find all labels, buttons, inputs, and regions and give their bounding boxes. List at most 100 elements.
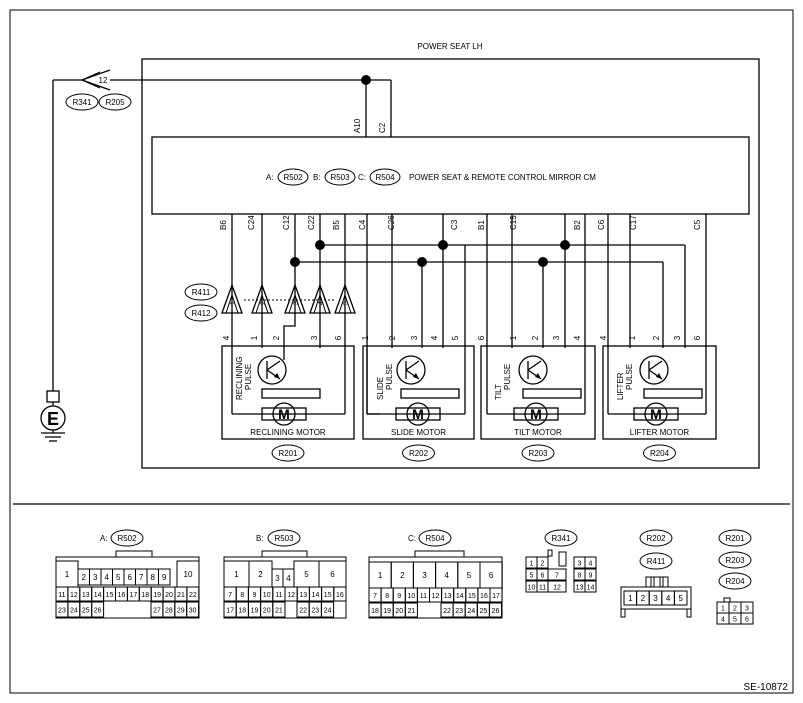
inline-pin [309,283,331,314]
pulse-label: RECLINING [235,356,244,400]
motor-pin-number: 1 [250,335,259,340]
cell-number: 7 [555,573,559,580]
cell-number: 2 [641,594,646,603]
pulse-sensor [518,355,548,385]
cell-number: 10 [184,570,193,579]
pulse-label: LIFTER [616,372,625,400]
ground-terminal-number: 12 [99,76,108,85]
cell-number: 3 [93,573,98,582]
inline-pin [334,283,356,314]
motor-symbol: M [412,406,424,422]
inline-pin [251,283,273,314]
cell-number: 14 [312,592,320,599]
cell-number: 5 [678,594,683,603]
inline-pin-number: 4 [318,301,325,305]
motor-pin-number: 6 [334,335,343,340]
cell-number: 14 [587,585,595,592]
pin-a10: A10 [353,118,362,133]
module-pin-label: C4 [358,219,367,230]
module-pin-label: C15 [509,215,518,230]
cell-number: 3 [653,594,658,603]
motor-pin-number: 4 [222,335,231,340]
cell-number: 2 [400,571,405,580]
motor-pin-number: 2 [272,335,281,340]
module-connector-labels: A: R502 B: R503 C: R504 [266,168,401,186]
cell-number: 2 [82,573,87,582]
junction [315,240,325,250]
motor-name: SLIDE MOTOR [391,428,446,437]
junction [560,240,570,250]
cell-number: 26 [94,608,102,615]
motor-pin-number: 2 [652,335,661,340]
cell-number: 18 [141,592,149,599]
motor-pin-number: 5 [451,335,460,340]
connector-ref: R504 [425,534,445,543]
cell-number: 24 [324,608,332,615]
cell-number: 17 [129,592,137,599]
cell-number: 9 [397,593,401,600]
cell-number: 26 [492,608,500,615]
motor-icon [272,402,296,426]
module-pin-label: C6 [597,219,606,230]
cell-number: 29 [177,608,185,615]
cell-number: 2 [258,570,263,579]
connector-ref: R203 [725,556,745,565]
cell-number: 1 [530,561,534,568]
motor-icon [406,402,430,426]
cell-number: 13 [444,593,452,600]
cell-number: 15 [324,592,332,599]
cell-number: 23 [58,608,66,615]
cell-number: 19 [383,608,391,615]
junction [417,257,427,267]
inline-conn-r412: R412 [191,309,211,318]
cell-number: 11 [539,585,546,592]
motor-connector-ref: R203 [528,449,548,458]
cell-number: 21 [407,608,415,615]
motor-connector-ref: R201 [278,449,298,458]
pulse-bar [400,388,460,399]
cell-number: 3 [578,561,582,568]
cell-number: 10 [407,593,415,600]
connector-ref: R502 [117,534,137,543]
cell-number: 1 [378,571,383,580]
cell-number: 2 [733,606,737,613]
pulse-label: PULSE [503,364,512,390]
cell-number: 15 [106,592,114,599]
cell-number: 10 [263,592,271,599]
motor-pin-number: 1 [628,335,637,340]
connector-ref: R202 [646,534,666,543]
control-module [151,136,750,215]
cell-number: 3 [422,571,427,580]
motor-pin-number: 2 [388,335,397,340]
diagram-frame [9,9,794,694]
module-pin-label: B5 [332,220,341,230]
cell-number: 7 [373,593,377,600]
cell-number: 9 [162,573,167,582]
ground-conn-r341: R341 [72,98,92,107]
svg-text:A:: A: [100,534,108,543]
svg-text:C:: C: [408,534,416,543]
cell-number: 1 [628,594,633,603]
cell-number: 9 [253,592,257,599]
cell-number: 17 [492,593,500,600]
cell-number: 16 [480,593,488,600]
motor-name: TILT MOTOR [514,428,562,437]
pulse-bar [522,388,582,399]
pin-c2: C2 [378,122,387,133]
cell-number: 16 [118,592,126,599]
pulse-sensor [639,355,669,385]
cell-number: 19 [251,608,259,615]
junction [538,257,548,267]
cell-number: 4 [589,561,593,568]
cell-number: 11 [275,592,282,599]
motor-pin-number: 4 [573,335,582,340]
connector-ref: R341 [551,534,571,543]
power-seat-title: POWER SEAT LH [417,42,482,51]
